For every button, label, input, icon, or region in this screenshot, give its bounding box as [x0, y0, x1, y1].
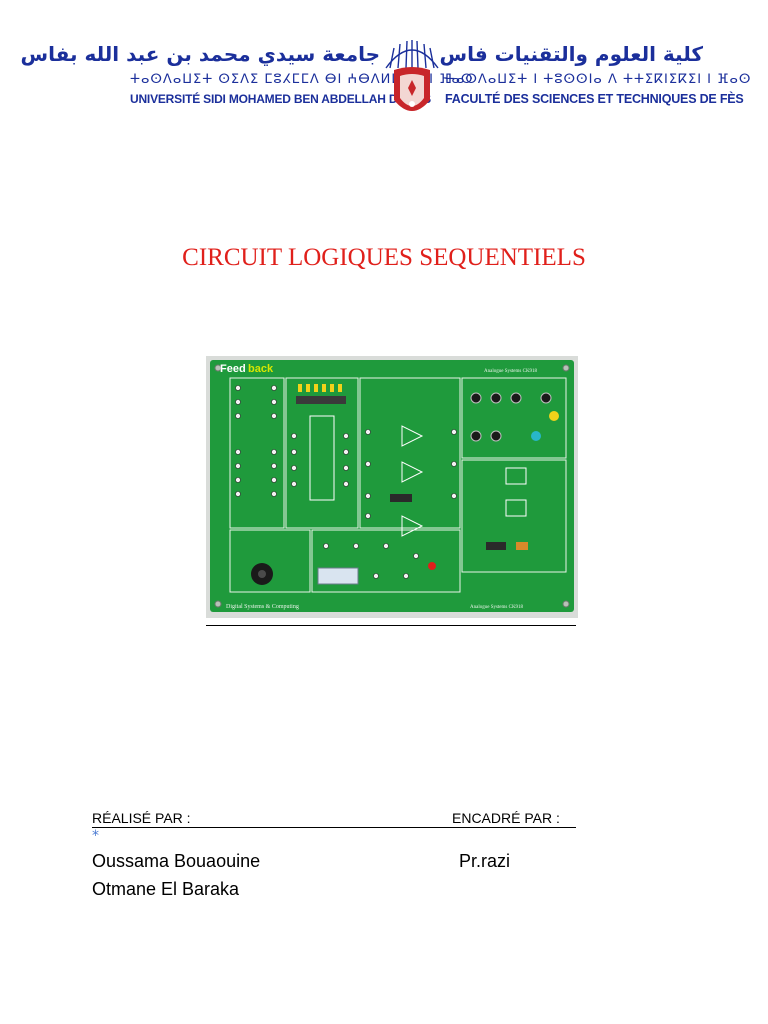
university-emblem-icon: [385, 40, 439, 111]
board-bottom-left-label: Digital Systems & Computing: [226, 604, 299, 610]
list-marker: *: [92, 828, 99, 844]
credits-underline: [92, 827, 576, 828]
board-top-label: Analogue Systems CK918: [484, 369, 538, 374]
university-name-french: UNIVERSITÉ SIDI MOHAMED BEN ABDELLAH DE …: [130, 92, 431, 106]
faculty-name-tifinagh: ⵜⴰⵙⴷⴰⵡⵉⵜ ⵏ ⵜⵓⵙⵙⵏⴰ ⴷ ⵜⵜⵉⴽⵏⵉⴽⵉⵏ ⵏ ⴼⴰⵙ: [445, 72, 752, 87]
university-name-arabic: جامعة سيدي محمد بن عبد الله بفاس: [20, 42, 380, 66]
made-by-label: RÉALISÉ PAR :: [92, 810, 191, 826]
document-title: CIRCUIT LOGIQUES SEQUENTIELS: [182, 244, 586, 271]
board-bottom-right-label: Analogue Systems CK918: [470, 605, 524, 610]
faculty-name-french: FACULTÉ DES SCIENCES ET TECHNIQUES DE FÈ…: [445, 92, 744, 106]
circuit-board-image: Feed back Analogue Systems CK918: [206, 356, 578, 618]
board-brand-feed: Feed: [220, 363, 246, 375]
faculty-name-arabic: كلية العلوم والتقنيات فاس: [439, 42, 704, 66]
student-name: Otmane El Baraka: [92, 879, 240, 899]
supervised-by-label: ENCADRÉ PAR :: [452, 810, 560, 826]
university-name-tifinagh: ⵜⴰⵙⴷⴰⵡⵉⵜ ⵙⵉⴷⵉ ⵎⵓⵃⵎⵎⴷ ⴱⵏ ⵄⴱⴷⵍⵍⴰⵀ ⵏ ⴼⴰⵙ: [130, 72, 474, 87]
image-underline: [206, 625, 576, 626]
student-name: Oussama Bouaouine: [92, 851, 261, 871]
board-brand-back: back: [248, 363, 274, 375]
supervisor-name: Pr.razi: [459, 851, 511, 871]
